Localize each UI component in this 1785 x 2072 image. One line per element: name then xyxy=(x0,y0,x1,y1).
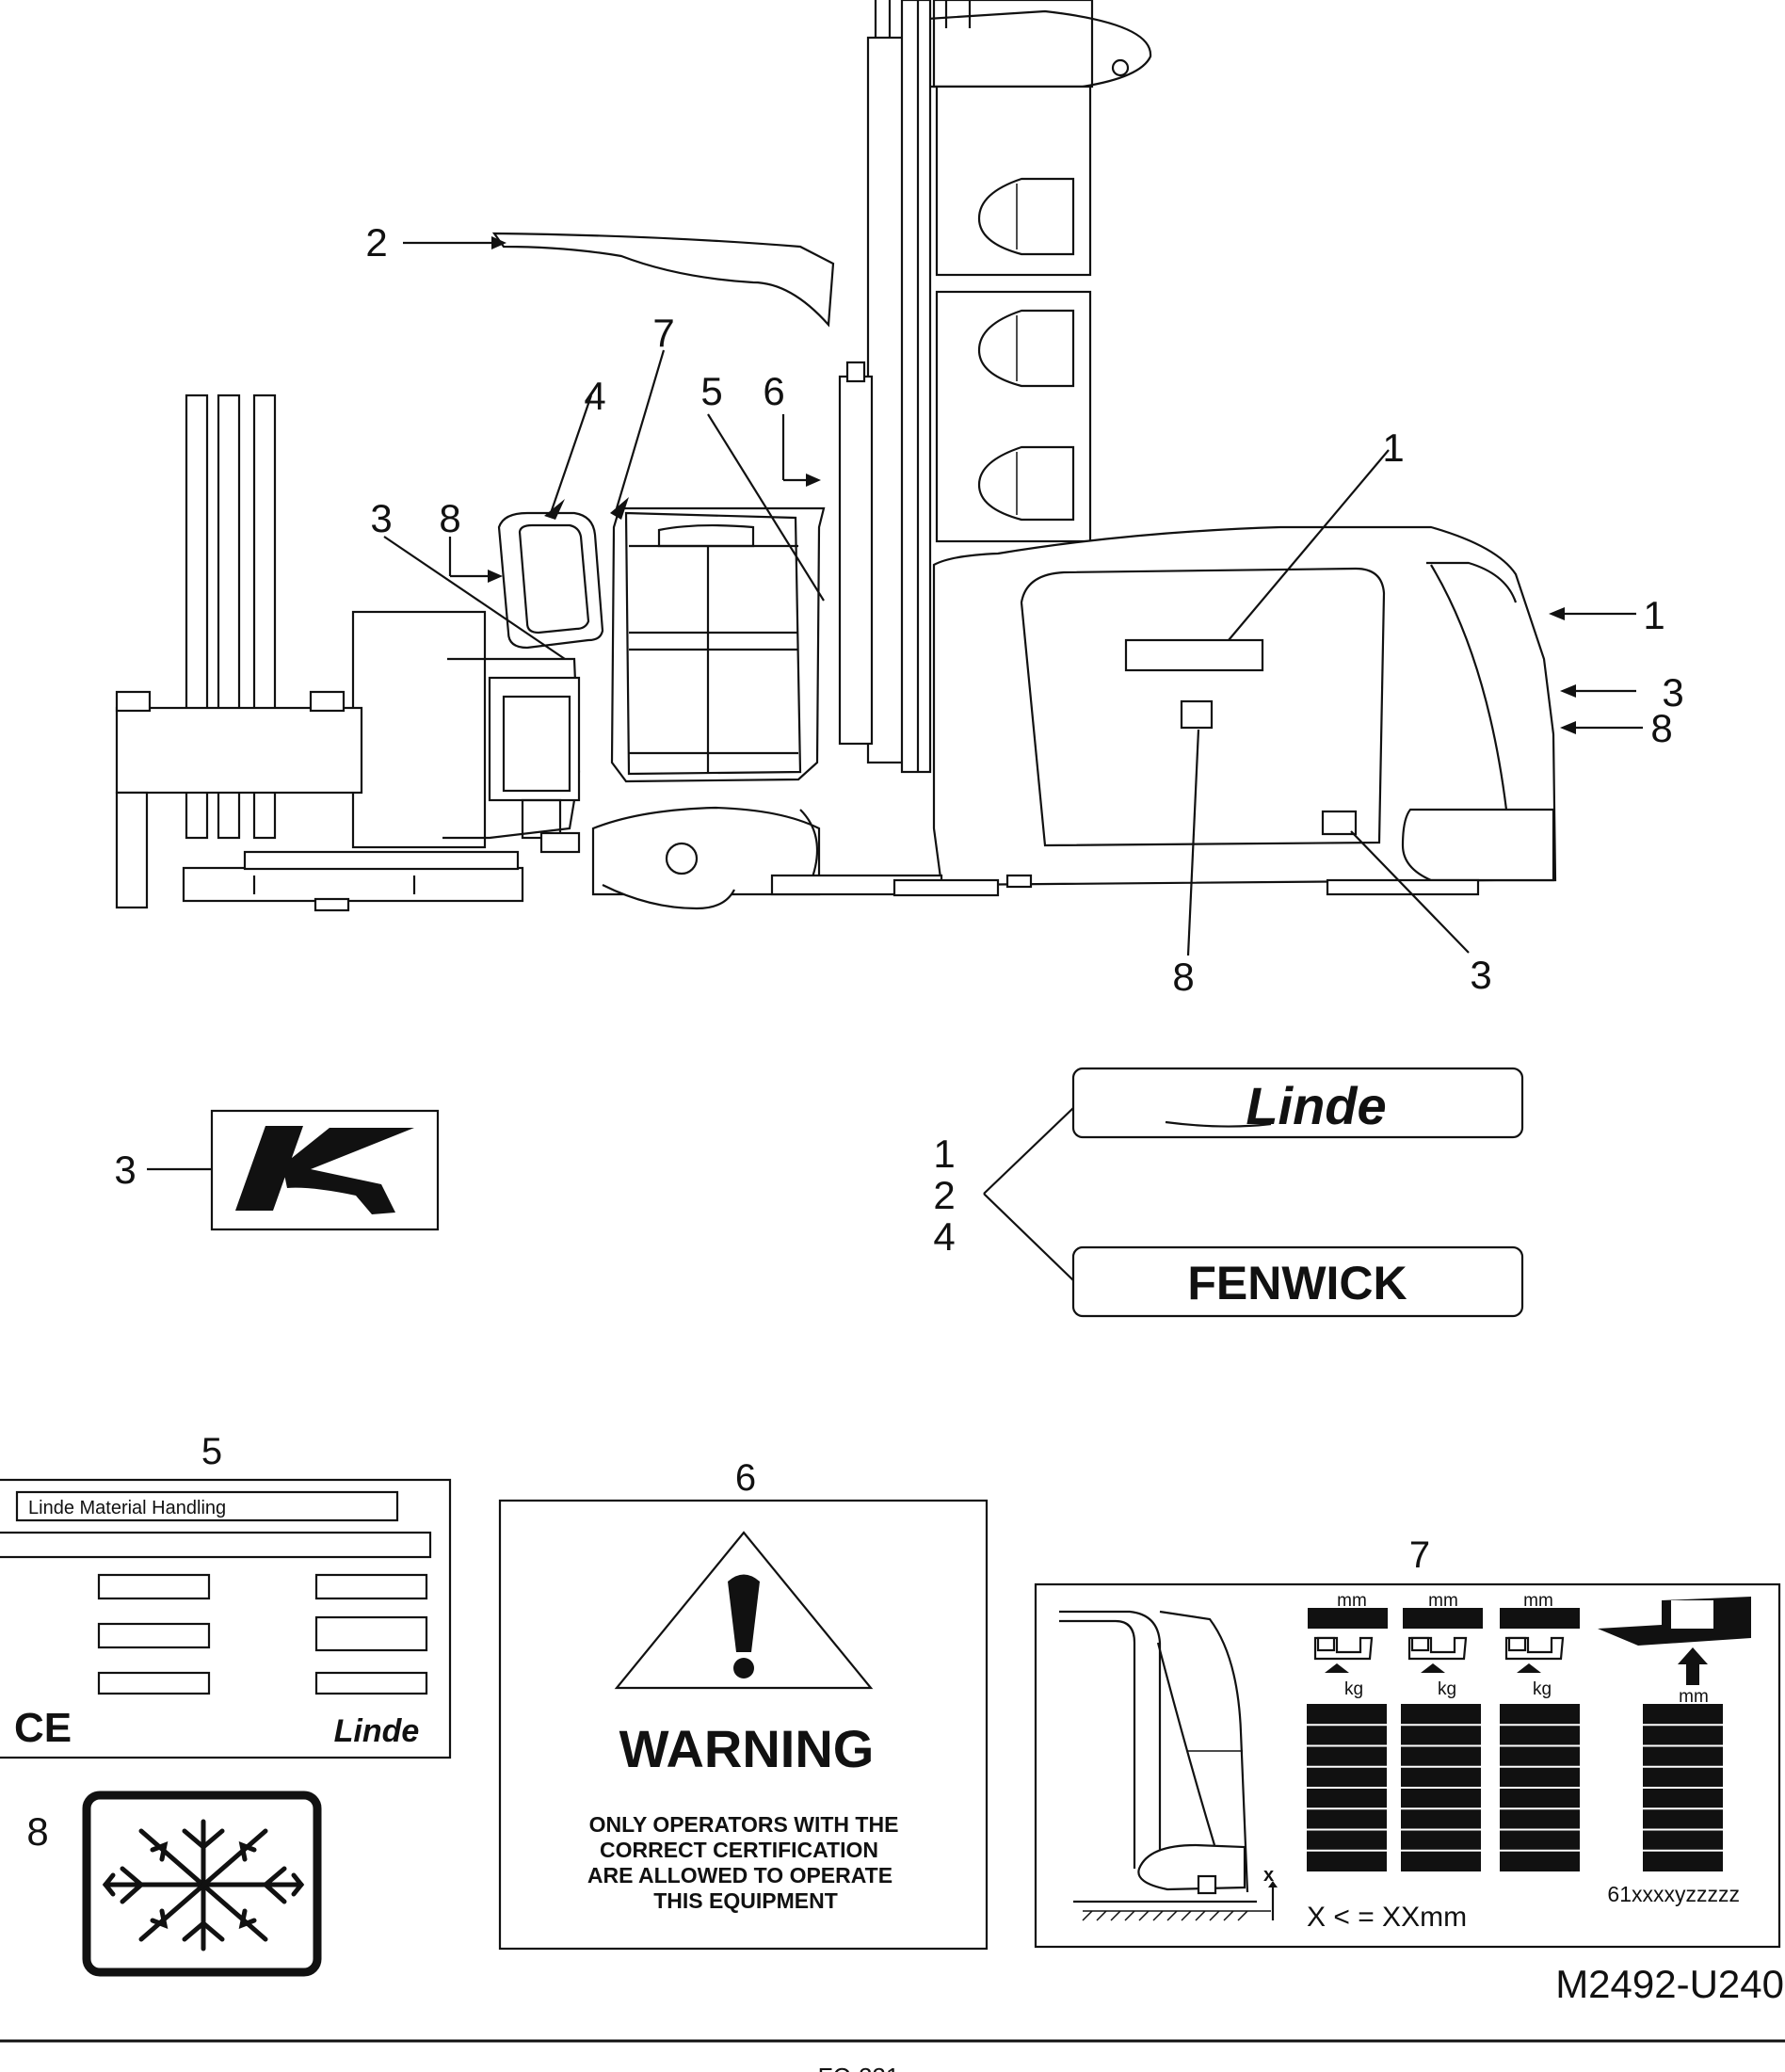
capacity-column-3: mm kg xyxy=(1500,1591,1580,1699)
mm-label-4: mm xyxy=(1679,1687,1709,1707)
lift-height-column: mm xyxy=(1598,1597,1751,1707)
callout-6: 6 xyxy=(763,369,784,413)
linde-decal xyxy=(1071,1067,1524,1139)
capacity-column-1: mm kg xyxy=(1308,1591,1388,1699)
callout-8-cab: 8 xyxy=(439,496,460,540)
callout-8-rear: 8 xyxy=(1650,706,1672,750)
brand-label-2: 2 xyxy=(933,1173,955,1217)
warning-decal-label: 6 xyxy=(735,1457,756,1499)
warning-line-4: THIS EQUIPMENT xyxy=(653,1888,838,1913)
kg-label-2: kg xyxy=(1438,1679,1456,1699)
data-plate-logo: Linde xyxy=(334,1713,420,1749)
capacity-column-2: mm kg xyxy=(1403,1591,1483,1699)
brand-label-1: 1 xyxy=(933,1132,955,1176)
figure-code: M2492-U240 xyxy=(1555,1962,1784,2006)
callout-1-rear: 1 xyxy=(1643,593,1664,637)
warning-line-3: ARE ALLOWED TO OPERATE xyxy=(587,1863,892,1887)
k-logo-icon xyxy=(235,1126,414,1214)
callout-4: 4 xyxy=(584,374,605,418)
snowflake-icon xyxy=(102,1819,305,1952)
callout-3-bottom: 3 xyxy=(1470,953,1491,997)
callout-7: 7 xyxy=(652,311,674,355)
warning-decal-group: 6 WARNING ONLY OPERATORS WITH THE CORREC… xyxy=(498,1457,989,1951)
ce-mark: CE xyxy=(14,1705,72,1751)
kg-label-1: kg xyxy=(1344,1679,1363,1699)
capacity-stacks xyxy=(1307,1704,1723,1871)
freezer-decal-label: 8 xyxy=(26,1809,48,1854)
forklift-truck-drawing xyxy=(115,0,1557,912)
clearance-x-mark: x xyxy=(1263,1865,1274,1886)
kg-label-3: kg xyxy=(1533,1679,1552,1699)
brand-decals-group: 1 2 4 Linde FENWICK xyxy=(933,1067,1524,1318)
serial-number: 61xxxxyzzzzz xyxy=(1607,1882,1740,1906)
callout-leaders xyxy=(383,236,1643,956)
data-plate-header: Linde Material Handling xyxy=(28,1498,226,1518)
fenwick-decal xyxy=(1071,1245,1524,1318)
callout-3-cab: 3 xyxy=(370,496,392,540)
clearance-text: X < = XXmm xyxy=(1307,1902,1467,1933)
mm-label-2: mm xyxy=(1428,1591,1458,1611)
k-decal-group: 3 xyxy=(114,1109,440,1231)
freezer-decal-group: 8 xyxy=(26,1791,322,1977)
brand-label-4: 4 xyxy=(933,1214,955,1259)
load-plate-group: 7 x X < = XXmm mm kg xyxy=(1034,1534,1781,1949)
warning-line-1: ONLY OPERATORS WITH THE xyxy=(589,1812,899,1837)
exclamation-icon xyxy=(728,1574,760,1652)
callout-5: 5 xyxy=(700,369,722,413)
warning-line-2: CORRECT CERTIFICATION xyxy=(600,1838,878,1862)
load-plate-label: 7 xyxy=(1409,1534,1430,1576)
k-decal-label: 3 xyxy=(114,1148,136,1192)
fenwick-decal-text: FENWICK xyxy=(1187,1257,1407,1309)
mm-label-3: mm xyxy=(1523,1591,1553,1611)
linde-decal-text: Linde xyxy=(1246,1076,1386,1135)
footer-code: FC-221 xyxy=(818,2063,900,2072)
callout-1-body: 1 xyxy=(1382,426,1404,470)
callout-3-rear: 3 xyxy=(1662,670,1683,715)
callout-8-bottom: 8 xyxy=(1172,955,1194,999)
callout-2: 2 xyxy=(365,220,387,265)
mm-label-1: mm xyxy=(1337,1591,1367,1611)
data-plate-group: 5 Linde Material Handling CE Linde xyxy=(0,1431,452,1759)
callout-numbers: 2 7 4 5 6 3 8 1 1 3 8 8 3 xyxy=(365,220,1683,999)
data-plate-label: 5 xyxy=(201,1431,222,1472)
warning-title: WARNING xyxy=(619,1719,875,1778)
